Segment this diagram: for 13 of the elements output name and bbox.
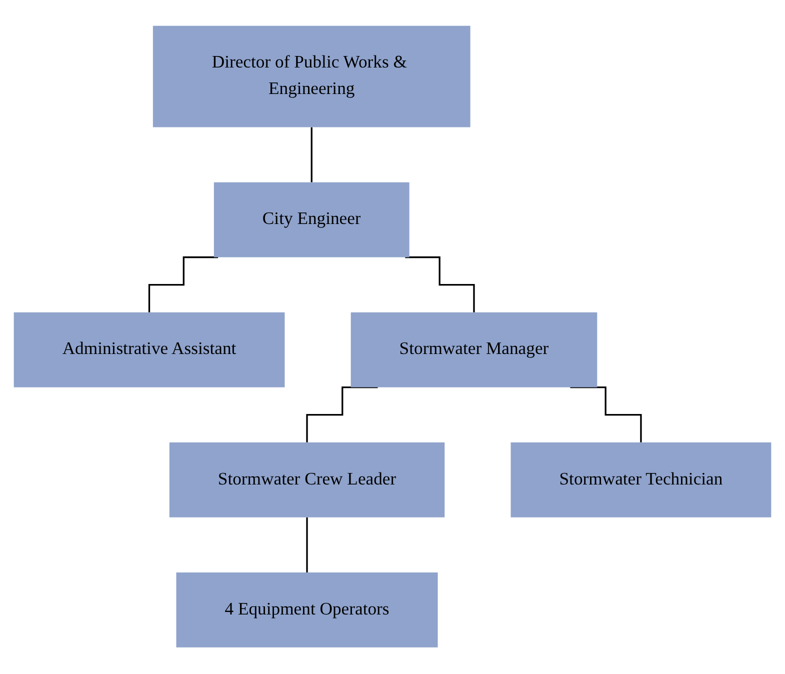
- node-box: Director of Public Works & Engineering: [152, 26, 470, 128]
- node-box: Administrative Assistant: [14, 312, 285, 388]
- node-box: Stormwater Technician: [510, 442, 772, 518]
- node-box: Stormwater Crew Leader: [169, 442, 445, 518]
- connector: [306, 386, 378, 444]
- node-box: Stormwater Manager: [350, 312, 598, 388]
- connector: [405, 256, 475, 314]
- node-box: 4 Equipment Operators: [176, 572, 438, 648]
- connector: [570, 386, 642, 444]
- connector: [306, 516, 308, 574]
- connector: [310, 126, 312, 184]
- node-box: City Engineer: [214, 182, 410, 258]
- connector: [148, 256, 218, 314]
